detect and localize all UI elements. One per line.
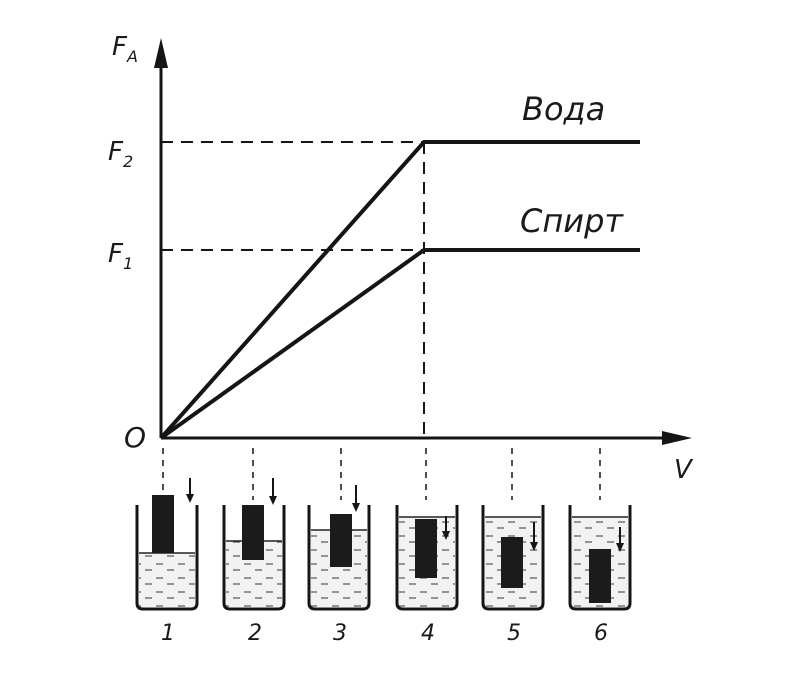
submerged-block (589, 549, 611, 603)
f2-level-label: F2 (108, 137, 133, 171)
origin-label: O (124, 421, 146, 454)
beaker-liquid (139, 553, 195, 607)
beaker-glass (395, 505, 459, 611)
down-arrow-icon (269, 496, 277, 505)
beakers: 1 2 3 4 5 6 (135, 448, 632, 646)
f1-level-label: F1 (108, 239, 133, 273)
submerged-block (242, 505, 264, 560)
beaker-5: 5 (481, 448, 545, 646)
down-arrow-icon (616, 543, 624, 552)
beaker-number-label: 1 (161, 621, 175, 646)
beaker-1: 1 (135, 448, 199, 646)
beaker-number-label: 5 (507, 621, 521, 646)
beaker-number-label: 2 (248, 621, 262, 646)
beaker-3: 3 (307, 448, 371, 646)
alcohol-force-line (159, 248, 640, 440)
down-arrow-icon (530, 542, 538, 551)
down-arrow-icon (442, 531, 450, 540)
submerged-block (501, 537, 523, 588)
water-line-label: Вода (522, 90, 605, 128)
beaker-number-label: 4 (421, 621, 435, 646)
beaker-glass (222, 505, 286, 611)
y-axis-label: FA (112, 32, 138, 66)
down-arrow-icon (352, 503, 360, 512)
x-axis-label: V (674, 455, 694, 485)
beaker-number-label: 6 (594, 621, 608, 646)
beaker-4: 4 (395, 448, 459, 646)
beaker-glass (481, 505, 545, 611)
submerged-block (330, 514, 352, 567)
beaker-glass (307, 505, 371, 611)
down-arrow-icon (186, 494, 194, 503)
y-axis-arrow-icon (154, 38, 168, 68)
guide-lines (161, 141, 425, 438)
alcohol-line-label: Спирт (520, 202, 624, 240)
beaker-number-label: 3 (333, 621, 347, 646)
beaker-glass (568, 505, 632, 611)
beaker-2: 2 (222, 448, 286, 646)
beaker-glass (135, 505, 199, 611)
submerged-block (152, 495, 174, 553)
water-force-line (159, 140, 640, 440)
submerged-block (415, 519, 437, 578)
beaker-6: 6 (568, 448, 632, 646)
x-axis-arrow-icon (662, 431, 692, 445)
